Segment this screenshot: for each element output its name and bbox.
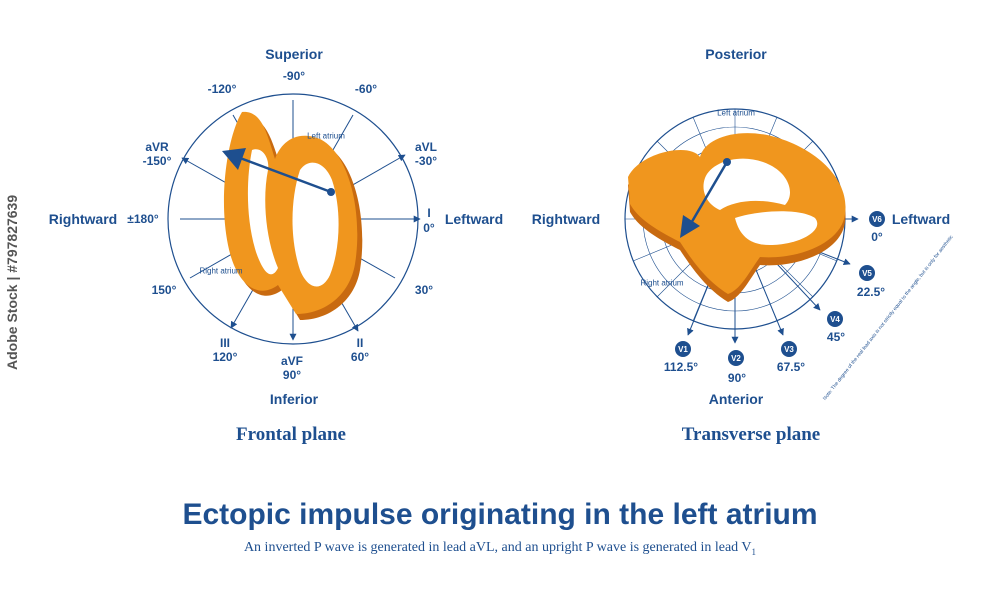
frontal-origin-dot [327, 188, 335, 196]
v1-degree-label: 112.5° [663, 360, 699, 374]
v2-badge: V2 [728, 350, 744, 366]
frontal-right-atrium-label: Right atrium [199, 266, 243, 276]
transverse-atria-shape [628, 133, 846, 302]
deg-minus120-label: -120° [207, 82, 237, 96]
main-title: Ectopic impulse originating in the left … [182, 498, 818, 531]
v6-badge: V6 [869, 211, 885, 227]
v1-badge: V1 [675, 341, 691, 357]
deg-minus90-label: -90° [282, 69, 306, 83]
deg-180-label: ±180° [127, 212, 159, 226]
frontal-left-atrium-label: Left atrium [307, 131, 345, 141]
transverse-impulse-vector [688, 161, 729, 226]
lead-iii-label: III [219, 336, 231, 350]
avl-degree-label: -30° [414, 154, 438, 168]
avf-lead-label: aVF [280, 354, 304, 368]
transverse-right-atrium-label: Right atrium [640, 278, 684, 288]
frontal-atria-shape [223, 111, 363, 320]
deg-150-label: 150° [151, 283, 177, 297]
lead-ii-label: II [356, 336, 364, 350]
v2-degree-label: 90° [727, 371, 747, 385]
lead-i-label: I [427, 206, 431, 220]
frontal-hexaxial-diagram [167, 93, 421, 345]
lead-ii-degree-label: 60° [350, 350, 370, 364]
stock-id-watermark: Adobe Stock | #797827639 [4, 194, 20, 370]
lead-iii-degree-label: 120° [212, 350, 238, 364]
anterior-label: Anterior [708, 391, 764, 407]
subtitle: An inverted P wave is generated in lead … [0, 540, 1000, 557]
avf-degree-label: 90° [282, 368, 302, 382]
frontal-vector-arrowhead [222, 148, 246, 170]
lead-i-degree-label: 0° [423, 221, 435, 235]
transverse-origin-dot [723, 158, 731, 166]
transverse-leftward-label: Leftward [891, 211, 951, 227]
v3-badge: V3 [781, 341, 797, 357]
inferior-label: Inferior [269, 391, 319, 407]
deg-30-label: 30° [414, 283, 434, 297]
avl-lead-label: aVL [414, 140, 438, 154]
transverse-vector-arrowhead [680, 215, 700, 238]
transverse-plane-label: Transverse plane [681, 424, 821, 445]
frontal-impulse-vector [231, 153, 332, 194]
frontal-leftward-label: Leftward [444, 211, 504, 227]
transverse-left-atrium-label: Left atrium [717, 108, 755, 118]
transverse-rightward-label: Rightward [531, 211, 601, 227]
subtitle-text: An inverted P wave is generated in lead … [243, 540, 752, 555]
v3-degree-label: 67.5° [776, 360, 806, 374]
subtitle-subscript: 1 [751, 546, 757, 557]
transverse-polar-diagram [624, 108, 859, 344]
v5-degree-label: 22.5° [856, 285, 886, 299]
v4-degree-label: 45° [826, 330, 846, 344]
v5-badge: V5 [859, 265, 875, 281]
posterior-label: Posterior [705, 46, 767, 62]
deg-minus60-label: -60° [354, 82, 378, 96]
superior-label: Superior [265, 46, 323, 62]
v6-degree-label: 0° [871, 230, 883, 244]
frontal-rightward-label: Rightward [48, 211, 118, 227]
frontal-plane-label: Frontal plane [236, 424, 346, 445]
avr-degree-label: -150° [142, 154, 172, 168]
v4-badge: V4 [827, 311, 843, 327]
avr-lead-label: aVR [145, 140, 169, 154]
